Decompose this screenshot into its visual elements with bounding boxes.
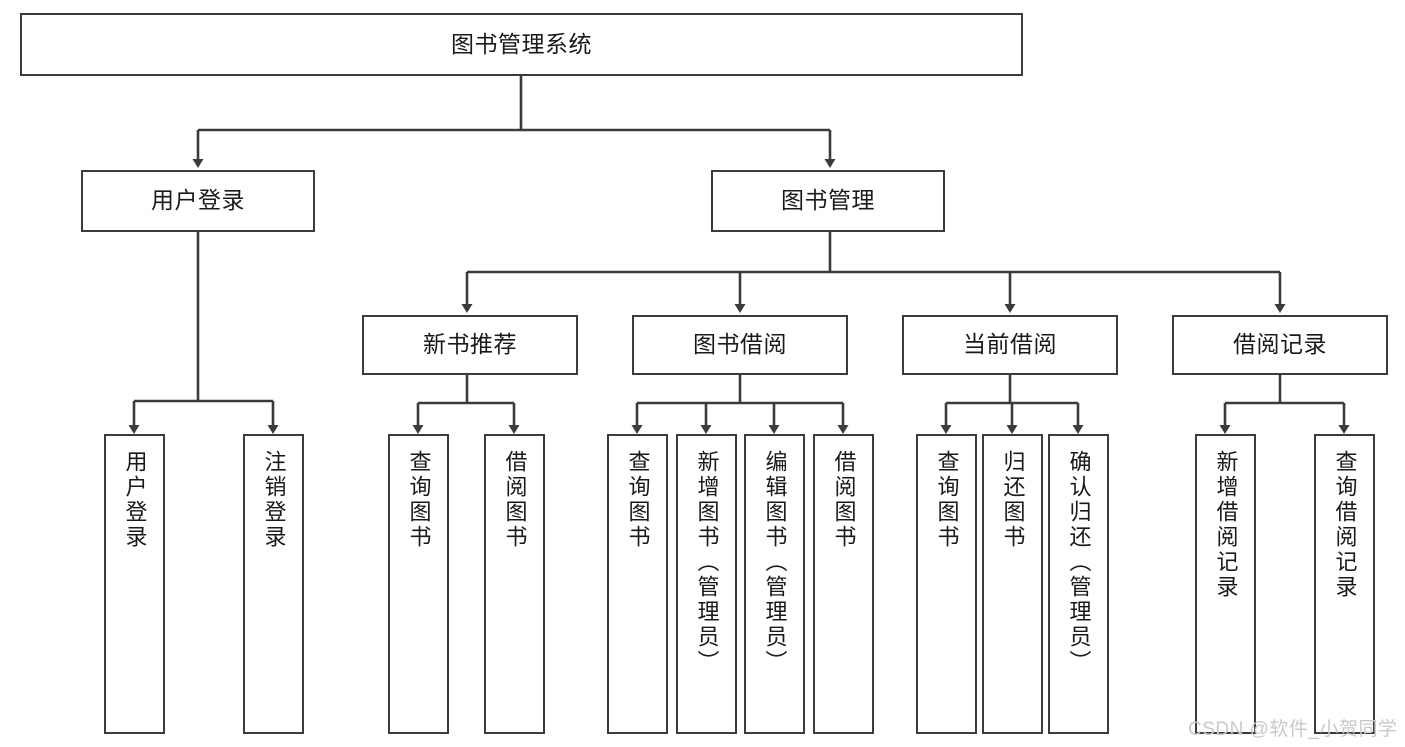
node-label: 图书管理系统	[451, 30, 592, 57]
node-label: 查询图书	[625, 450, 651, 550]
node-label: 用户登录	[122, 450, 148, 550]
leaf-user-logout[interactable]: 注销登录	[243, 434, 304, 734]
leaf-recommend-borrow-book[interactable]: 借阅图书	[484, 434, 545, 734]
node-borrow-record[interactable]: 借阅记录	[1172, 315, 1388, 375]
node-label: 新增借阅记录	[1213, 450, 1239, 600]
node-label: 用户登录	[151, 187, 245, 214]
leaf-current-query-book[interactable]: 查询图书	[916, 434, 977, 734]
leaf-current-return-book[interactable]: 归还图书	[982, 434, 1043, 734]
node-label: 图书管理	[781, 187, 875, 214]
node-book-management[interactable]: 图书管理	[711, 170, 945, 232]
node-current-borrow[interactable]: 当前借阅	[902, 315, 1118, 375]
leaf-recommend-query-book[interactable]: 查询图书	[388, 434, 449, 734]
leaf-record-add-borrow-record[interactable]: 新增借阅记录	[1195, 434, 1256, 734]
leaf-user-login[interactable]: 用户登录	[104, 434, 165, 734]
node-label: 新增图书（管理员）	[694, 450, 720, 675]
node-label: 查询图书	[406, 450, 432, 550]
leaf-borrow-add-book-admin[interactable]: 新增图书（管理员）	[676, 434, 737, 734]
node-root-book-management-system[interactable]: 图书管理系统	[20, 13, 1023, 76]
leaf-borrow-borrow-book[interactable]: 借阅图书	[813, 434, 874, 734]
node-label: 借阅图书	[502, 450, 528, 550]
node-label: 编辑图书（管理员）	[762, 450, 788, 675]
node-label: 当前借阅	[963, 331, 1057, 358]
node-label: 查询图书	[934, 450, 960, 550]
node-label: 新书推荐	[423, 331, 517, 358]
node-user-login[interactable]: 用户登录	[81, 170, 315, 232]
node-label: 借阅记录	[1233, 331, 1327, 358]
node-new-book-recommend[interactable]: 新书推荐	[362, 315, 578, 375]
node-label: 归还图书	[1000, 450, 1026, 550]
node-label: 图书借阅	[693, 331, 787, 358]
leaf-record-query-borrow-record[interactable]: 查询借阅记录	[1314, 434, 1375, 734]
leaf-borrow-query-book[interactable]: 查询图书	[607, 434, 668, 734]
leaf-borrow-edit-book-admin[interactable]: 编辑图书（管理员）	[744, 434, 805, 734]
node-label: 注销登录	[261, 450, 287, 550]
node-label: 确认归还（管理员）	[1066, 450, 1092, 675]
leaf-current-confirm-return-admin[interactable]: 确认归还（管理员）	[1048, 434, 1109, 734]
node-label: 查询借阅记录	[1332, 450, 1358, 600]
node-book-borrow[interactable]: 图书借阅	[632, 315, 848, 375]
node-label: 借阅图书	[831, 450, 857, 550]
